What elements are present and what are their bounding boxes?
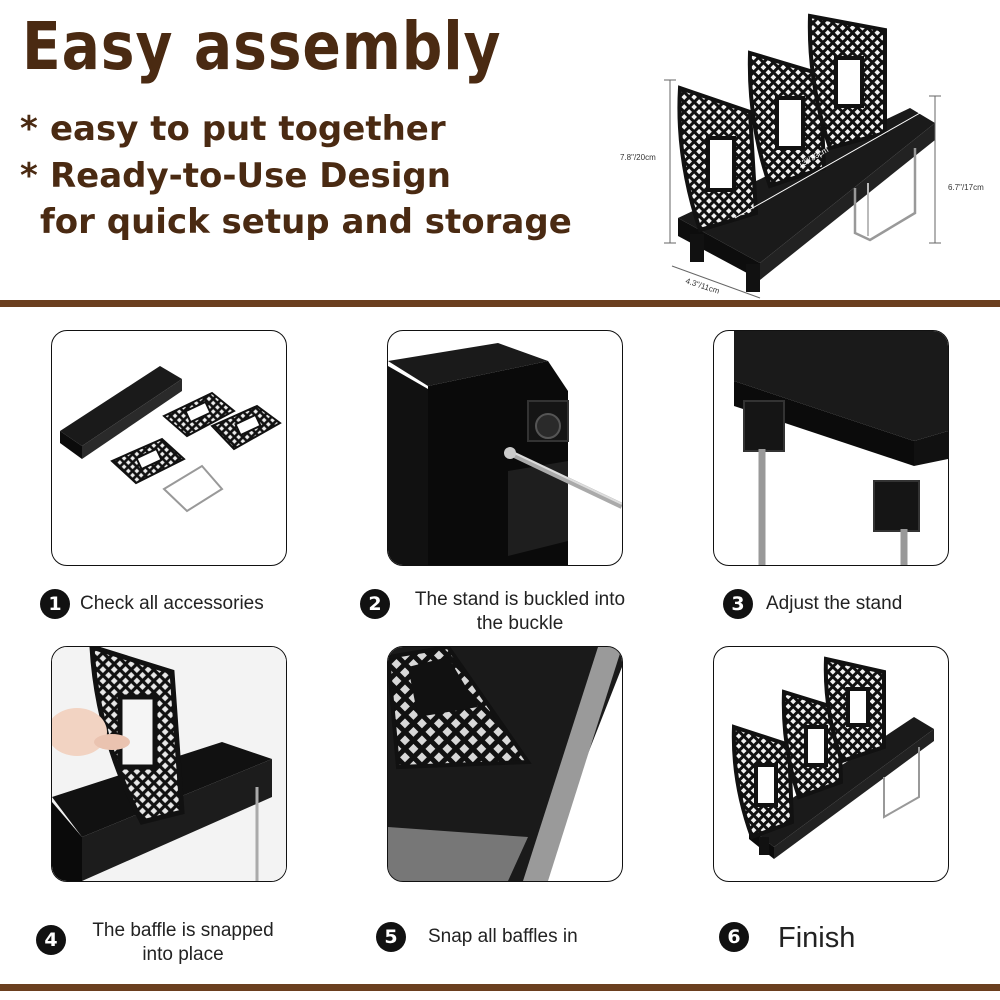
- step-caption-line: Check all accessories: [80, 593, 264, 614]
- dimension-height-label: 7.8"/20cm: [620, 153, 656, 162]
- step-caption: Adjust the stand: [766, 592, 902, 616]
- bullet-asterisk: *: [20, 109, 38, 149]
- bottom-divider: [0, 984, 1000, 991]
- step-caption: The stand is buckled into the buckle: [400, 588, 640, 636]
- step-caption-line: The baffle is snapped: [92, 920, 274, 941]
- step-caption-line: Snap all baffles in: [428, 926, 578, 947]
- dimension-depth-label: 4.3"/11cm: [684, 276, 721, 296]
- step-number-badge: 5: [376, 922, 406, 952]
- step-number-badge: 6: [719, 922, 749, 952]
- step-number-badge: 2: [360, 589, 390, 619]
- feature-item: * easy to put together: [20, 112, 446, 146]
- step-caption: The baffle is snapped into place: [72, 919, 294, 967]
- step-6-image: [713, 646, 949, 882]
- step-number-badge: 4: [36, 925, 66, 955]
- step-1-image: [51, 330, 287, 566]
- dimension-stand-label: 6.7"/17cm: [948, 183, 984, 192]
- step-3-image: [713, 330, 949, 566]
- step-caption-line: Finish: [778, 922, 856, 954]
- product-dimension-image: 7.8"/20cm 6.7"/17cm 13"/33cm 4.3"/11cm: [610, 8, 1000, 300]
- step-caption-line: Adjust the stand: [766, 593, 903, 614]
- feature-text: easy to put together: [50, 109, 446, 149]
- feature-text: Ready-to-Use Design: [50, 156, 451, 196]
- step-caption: Snap all baffles in: [428, 925, 578, 949]
- step-number-badge: 1: [40, 589, 70, 619]
- step-caption-line: into place: [142, 944, 224, 965]
- step-2-image: [387, 330, 623, 566]
- step-caption: Check all accessories: [80, 592, 264, 616]
- section-divider: [0, 300, 1000, 307]
- step-caption-line: the buckle: [476, 613, 564, 634]
- step-5-image: [387, 646, 623, 882]
- feature-item: * Ready-to-Use Design: [20, 159, 451, 193]
- page-title: Easy assembly: [22, 8, 502, 85]
- step-caption: Finish: [778, 921, 855, 955]
- step-4-image: [51, 646, 287, 882]
- step-number-badge: 3: [723, 589, 753, 619]
- bullet-asterisk: *: [20, 156, 38, 196]
- feature-continuation: for quick setup and storage: [40, 202, 572, 242]
- step-caption-line: The stand is buckled into: [414, 589, 626, 610]
